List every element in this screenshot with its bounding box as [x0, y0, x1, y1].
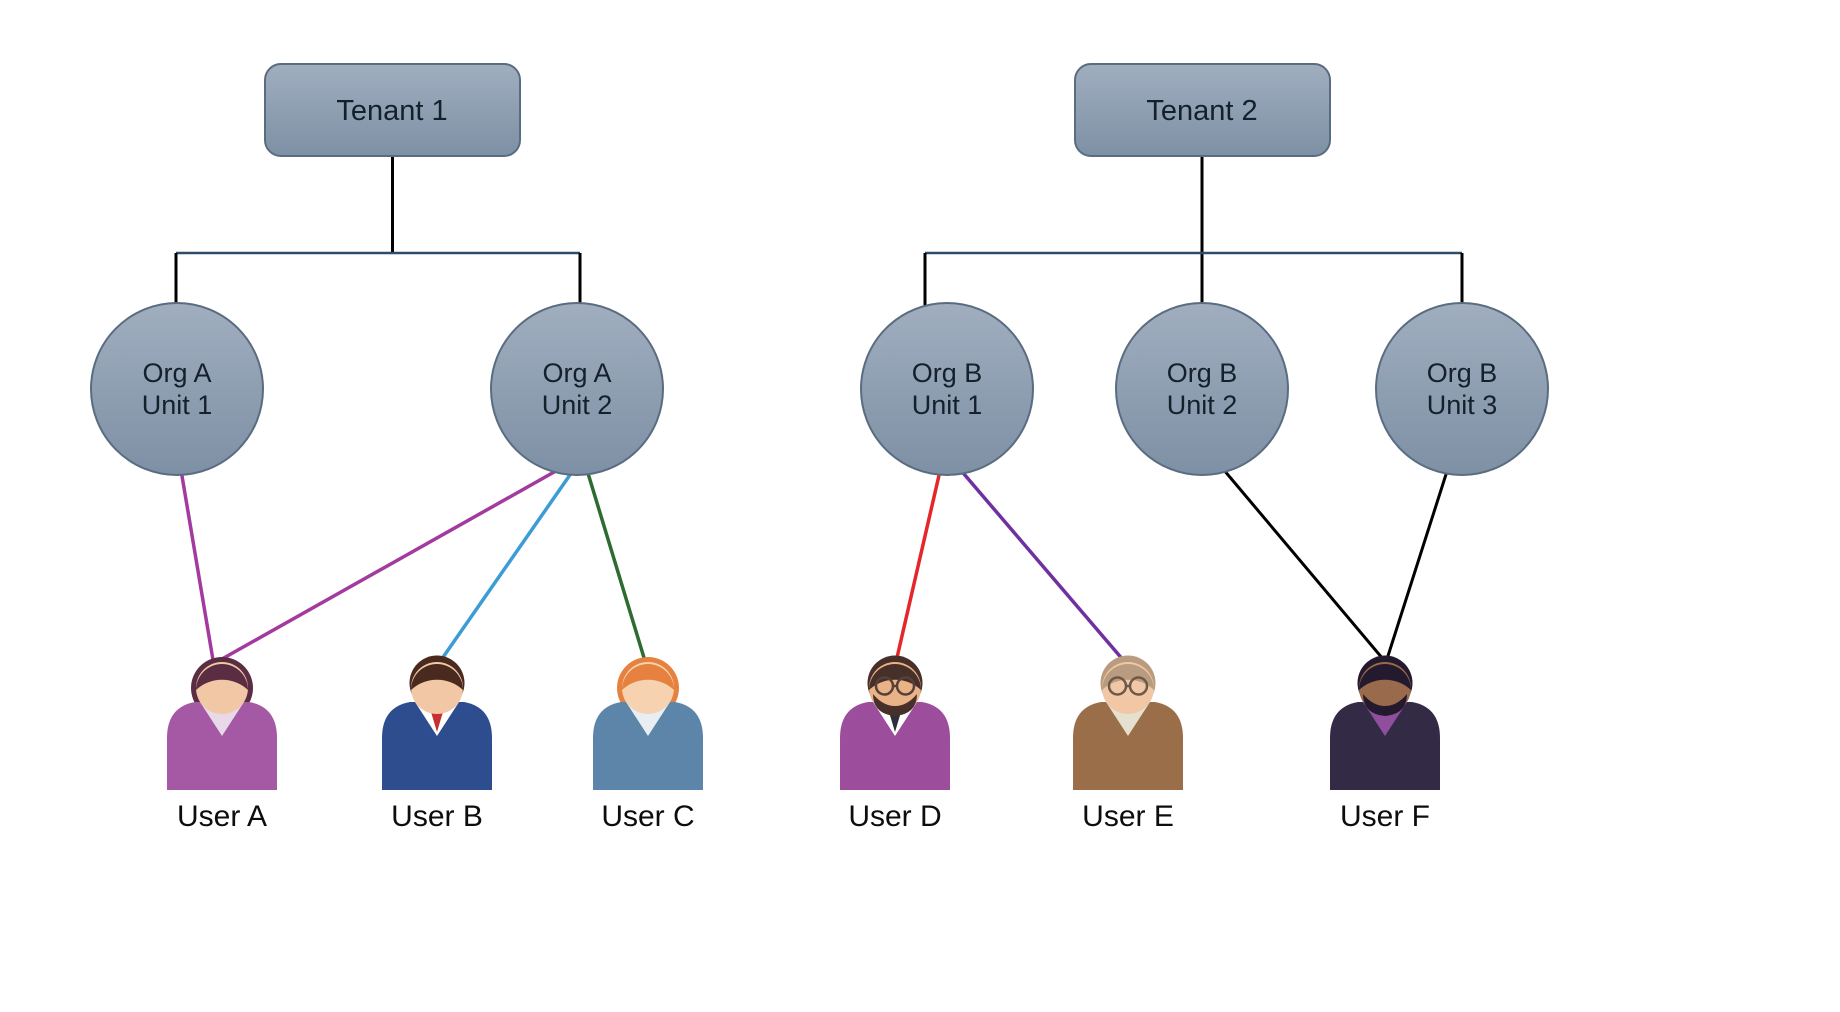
- orgb-unit2-circle: [1115, 302, 1289, 476]
- user-d-label: User D: [848, 800, 941, 833]
- orga-unit2-node: Org A Unit 2: [490, 302, 664, 476]
- user-b-figure: [382, 655, 492, 790]
- user-f-label: User F: [1340, 800, 1430, 833]
- user-e-hair-front: [1102, 664, 1154, 690]
- user-c-label: User C: [601, 800, 694, 833]
- orgb-unit1-label-line2: Unit 1: [912, 390, 983, 420]
- orga-unit1-label-line1: Org A: [142, 358, 211, 388]
- edge-orga-unit1-usera: [179, 468, 215, 662]
- tenant-2-node: Tenant 2: [1074, 63, 1331, 157]
- user-d-figure: [840, 655, 950, 790]
- orgb-unit1-label-line1: Org B: [912, 358, 983, 388]
- user-a-body: [167, 702, 277, 790]
- user-b-label: User B: [391, 800, 483, 833]
- user-f-hair-front: [1359, 664, 1411, 690]
- user-d-glasses: [874, 676, 916, 696]
- edge-orgb-unit1-usere: [956, 465, 1126, 663]
- user-b-hair-front: [411, 664, 463, 690]
- user-labels: User A User B User C User D User E User …: [177, 800, 1430, 833]
- orga-unit2-label-line1: Org A: [542, 358, 611, 388]
- edge-orgb-unit2-userf: [1216, 461, 1385, 661]
- user-e-glasses: [1107, 676, 1149, 696]
- user-e-label: User E: [1082, 800, 1174, 833]
- tenant-2-box: [1074, 63, 1331, 157]
- orga-unit1-circle: [90, 302, 264, 476]
- user-a-hair-front: [196, 664, 248, 690]
- orgb-unit1-circle: [860, 302, 1034, 476]
- tenant-2-connectors: [923, 156, 1464, 309]
- user-b-body: [382, 702, 492, 790]
- user-d-body: [840, 702, 950, 790]
- edge-orga-unit2-userc: [585, 468, 647, 663]
- user-c-figure: [593, 657, 703, 790]
- user-a-figure: [167, 657, 277, 790]
- orgb-unit3-label-line1: Org B: [1427, 358, 1498, 388]
- tenant-1-box: [264, 63, 521, 157]
- orgb-unit3-label-line2: Unit 3: [1427, 390, 1498, 420]
- user-f-beard: [1363, 694, 1407, 716]
- orga-unit2-circle: [490, 302, 664, 476]
- user-d-beard: [873, 694, 917, 716]
- user-e-body: [1073, 702, 1183, 790]
- tenant-2-label: Tenant 2: [1146, 95, 1257, 127]
- orgb-unit2-label-line2: Unit 2: [1167, 390, 1238, 420]
- orgb-unit3-node: Org B Unit 3: [1375, 302, 1549, 476]
- tenant-1-connectors: [174, 156, 582, 304]
- user-c-hair-front: [622, 664, 674, 690]
- assignment-edges: [179, 461, 1451, 665]
- orgb-unit3-circle: [1375, 302, 1549, 476]
- edge-orgb-unit1-userd: [894, 469, 942, 664]
- orgb-unit1-node: Org B Unit 1: [860, 302, 1034, 476]
- edge-orga-unit2-usera: [220, 465, 565, 661]
- user-e-figure: [1073, 655, 1183, 790]
- orgb-unit2-label-line1: Org B: [1167, 358, 1238, 388]
- orga-unit2-label-line2: Unit 2: [542, 390, 613, 420]
- orga-unit1-label-line2: Unit 1: [142, 390, 213, 420]
- tenant-1-node: Tenant 1: [264, 63, 521, 157]
- user-d-hair-front: [869, 664, 921, 690]
- user-f-figure: [1330, 655, 1440, 790]
- orga-unit1-node: Org A Unit 1: [90, 302, 264, 476]
- user-c-body: [593, 702, 703, 790]
- user-f-body: [1330, 702, 1440, 790]
- edge-orgb-unit3-userf: [1385, 463, 1451, 661]
- user-a-label: User A: [177, 800, 267, 833]
- orgb-unit2-node: Org B Unit 2: [1115, 302, 1289, 476]
- edge-orga-unit2-userb: [437, 470, 574, 665]
- tenant-1-label: Tenant 1: [336, 95, 447, 127]
